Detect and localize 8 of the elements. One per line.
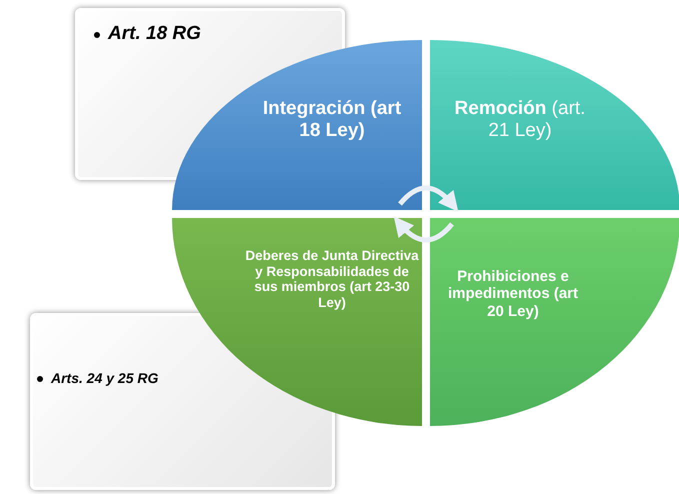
bullet-text: Arts. 24 y 25 RG [51,370,160,386]
curved-arrow [398,186,459,212]
segment-label: Integración (art 18 Ley) [262,98,402,142]
curved-arrow [393,216,454,242]
segment-label: Deberes de Junta Directiva y Responsabilidades de sus miembros (art 23-30 Ley) [244,248,420,310]
segment-label: Remoción (art. 21 Ley) [454,98,586,142]
bullet-text: Art. 18 RG [108,23,202,45]
segment-label: Prohibiciones e impedimentos (art 20 Ley) [446,268,580,320]
